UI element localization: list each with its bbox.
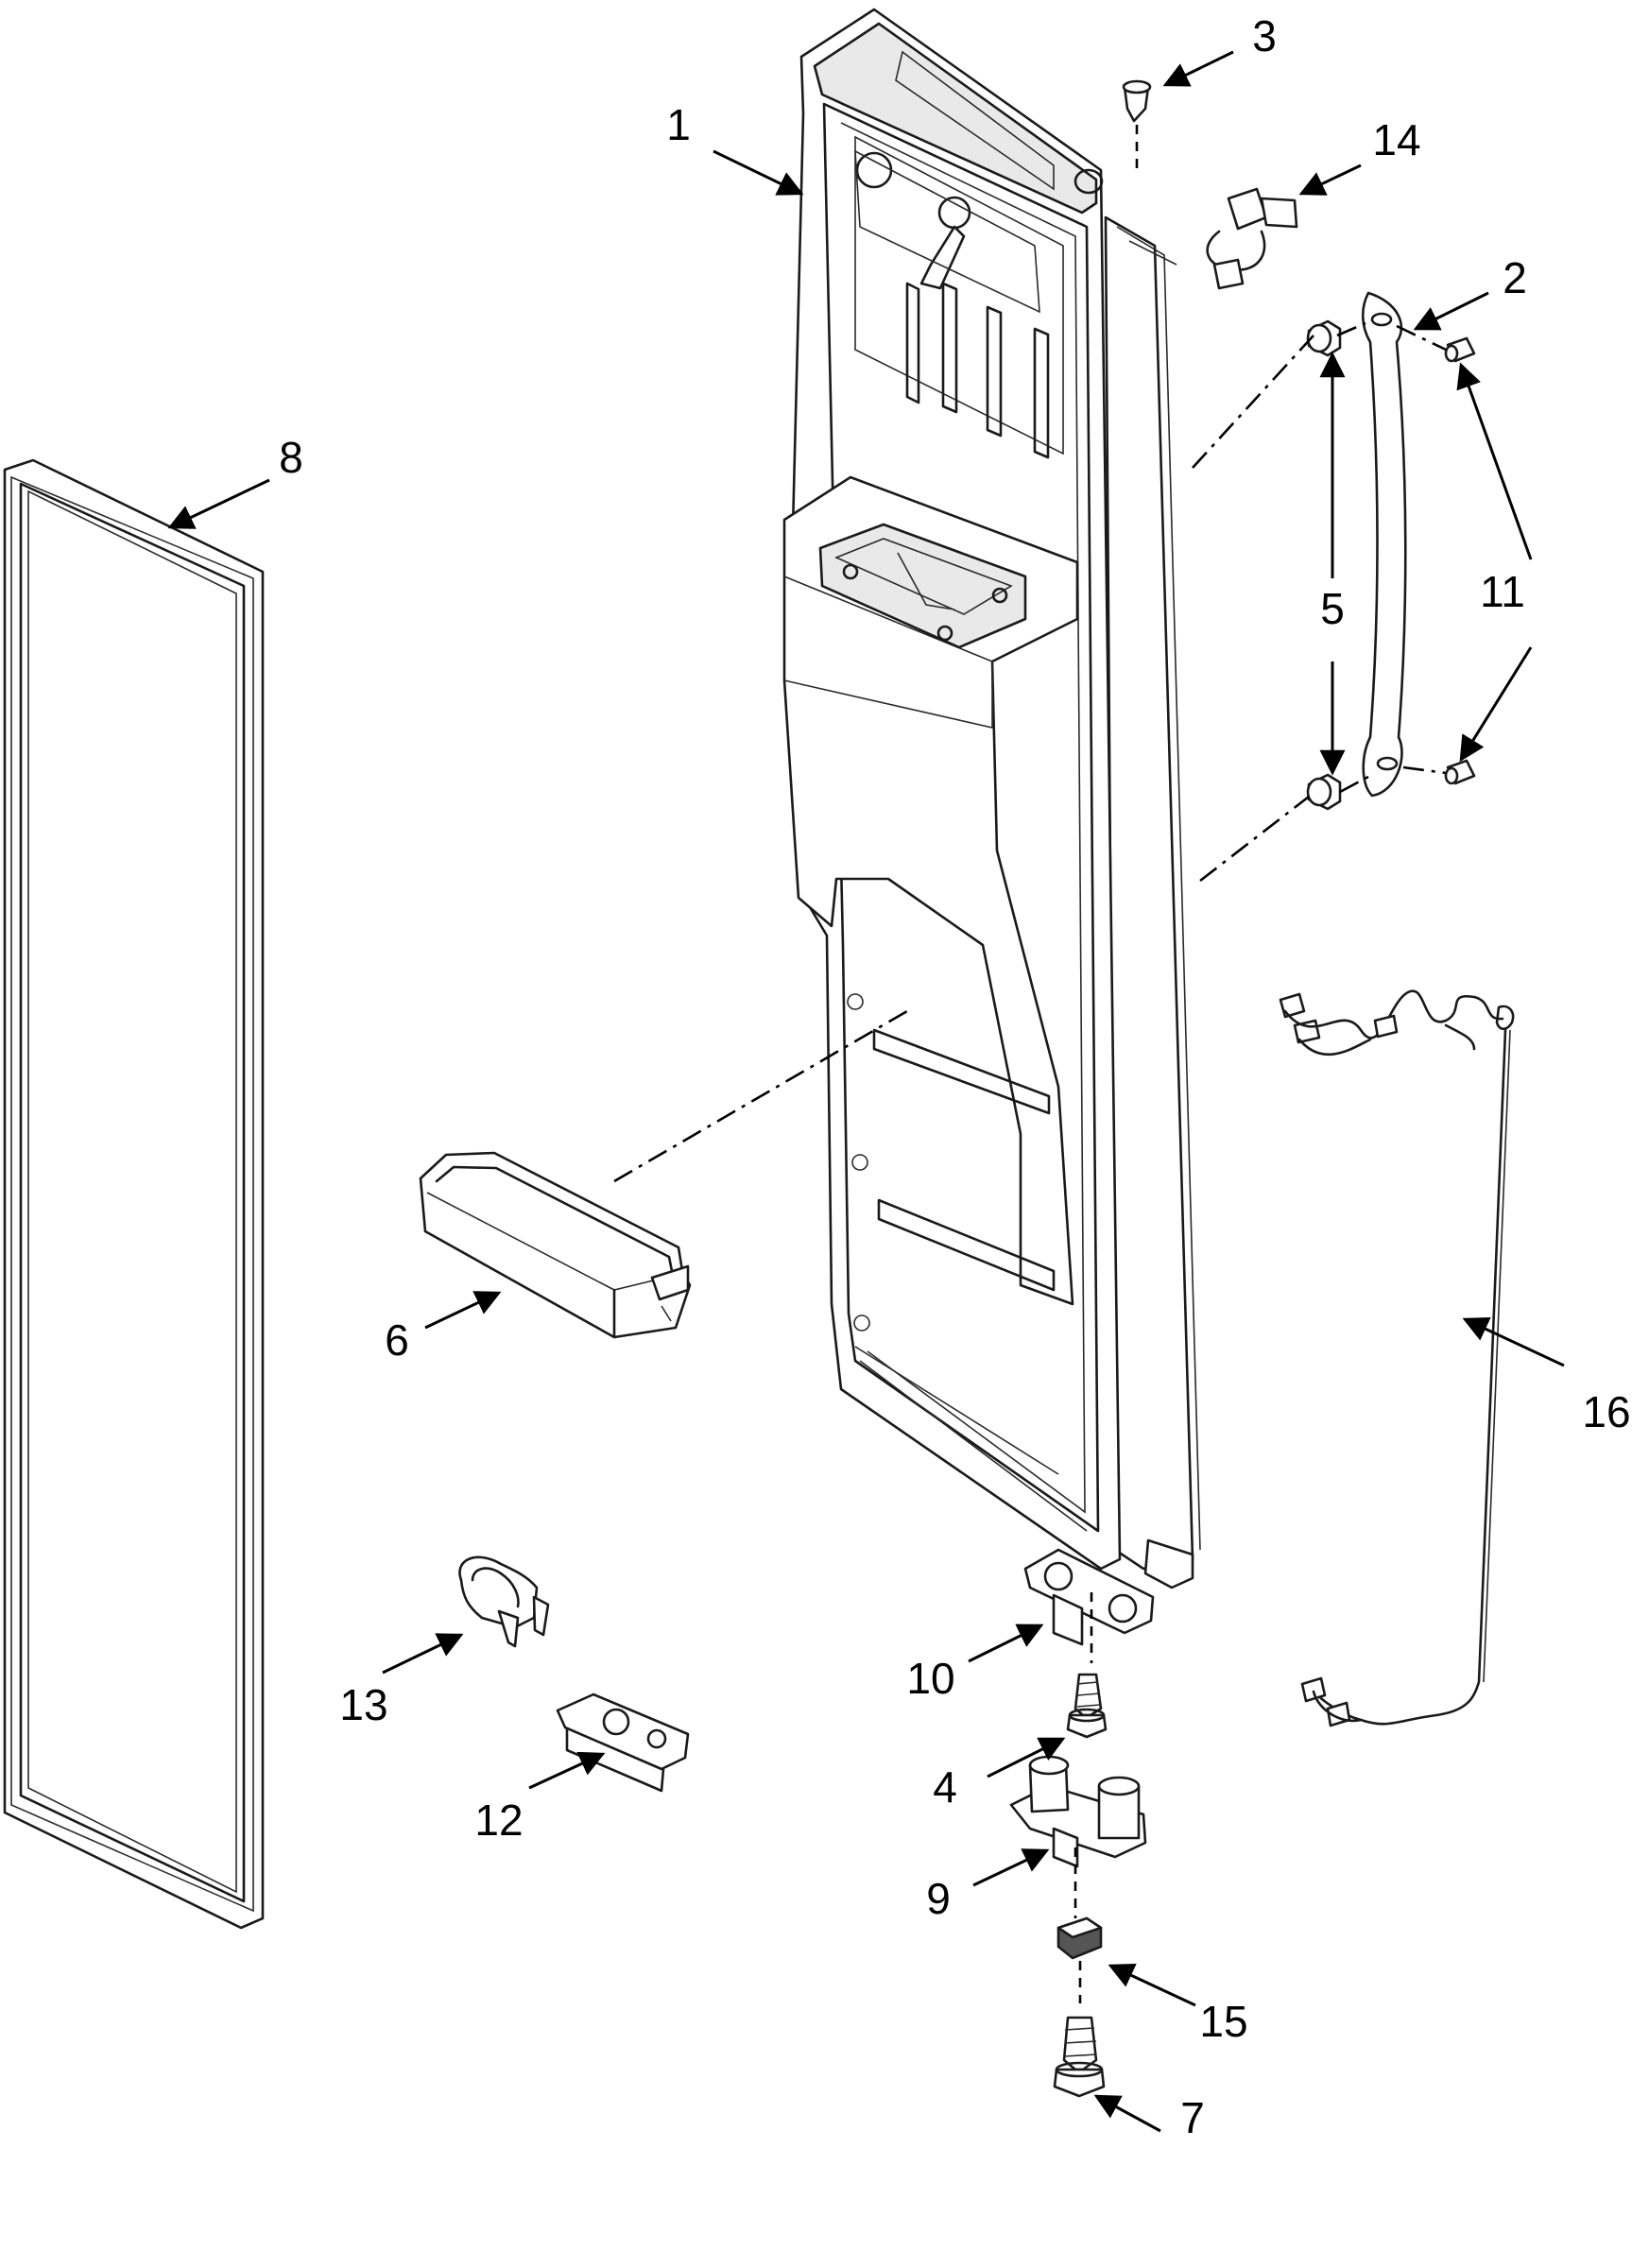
callout-4: 4	[933, 1762, 957, 1812]
callout-7: 7	[1180, 2093, 1205, 2142]
callout-5: 5	[1320, 584, 1345, 633]
callout-13: 13	[339, 1680, 387, 1729]
callout-16: 16	[1582, 1387, 1630, 1436]
lower-hinge-part	[1009, 1755, 1147, 1918]
callout-8: 8	[279, 433, 303, 482]
handle-stud-upper-part	[1306, 319, 1342, 357]
door-bin-part	[419, 1151, 692, 1339]
door-gasket-part	[3, 458, 265, 1930]
clip-part	[458, 1555, 550, 1648]
wiring-harness-part	[1279, 989, 1515, 1727]
set-screw-lower-part	[1444, 759, 1476, 785]
callout-11: 11	[1480, 567, 1525, 616]
hinge-plug-part	[1122, 79, 1152, 170]
hinge-bracket-part	[1023, 1548, 1155, 1663]
door-handle-part	[1361, 291, 1407, 798]
callout-6: 6	[385, 1315, 409, 1365]
set-screw-upper-part	[1444, 336, 1476, 363]
callout-2: 2	[1503, 253, 1527, 302]
screw-upper-part	[1066, 1673, 1108, 1739]
callout-10: 10	[906, 1654, 954, 1703]
door-assembly-part	[782, 8, 1201, 1589]
leader-arrows	[167, 50, 1565, 2133]
callout-14: 14	[1372, 115, 1420, 164]
callout-numbers: 1 2 3 4 5 6 7 8 9 10 11 12 13 14 15 16	[279, 11, 1630, 2142]
assembly-lines	[613, 321, 1447, 1183]
wire-harness-connector-part	[1206, 187, 1298, 290]
callout-9: 9	[926, 1874, 951, 1923]
bracket-lower-left-part	[556, 1692, 690, 1793]
handle-stud-lower-part	[1306, 773, 1342, 811]
spacer-block-part	[1056, 1916, 1103, 2003]
callout-15: 15	[1199, 1997, 1247, 2046]
callout-12: 12	[474, 1796, 523, 1845]
callout-3: 3	[1252, 11, 1277, 60]
callout-1: 1	[666, 100, 691, 149]
screw-lower-part	[1053, 2016, 1106, 2098]
